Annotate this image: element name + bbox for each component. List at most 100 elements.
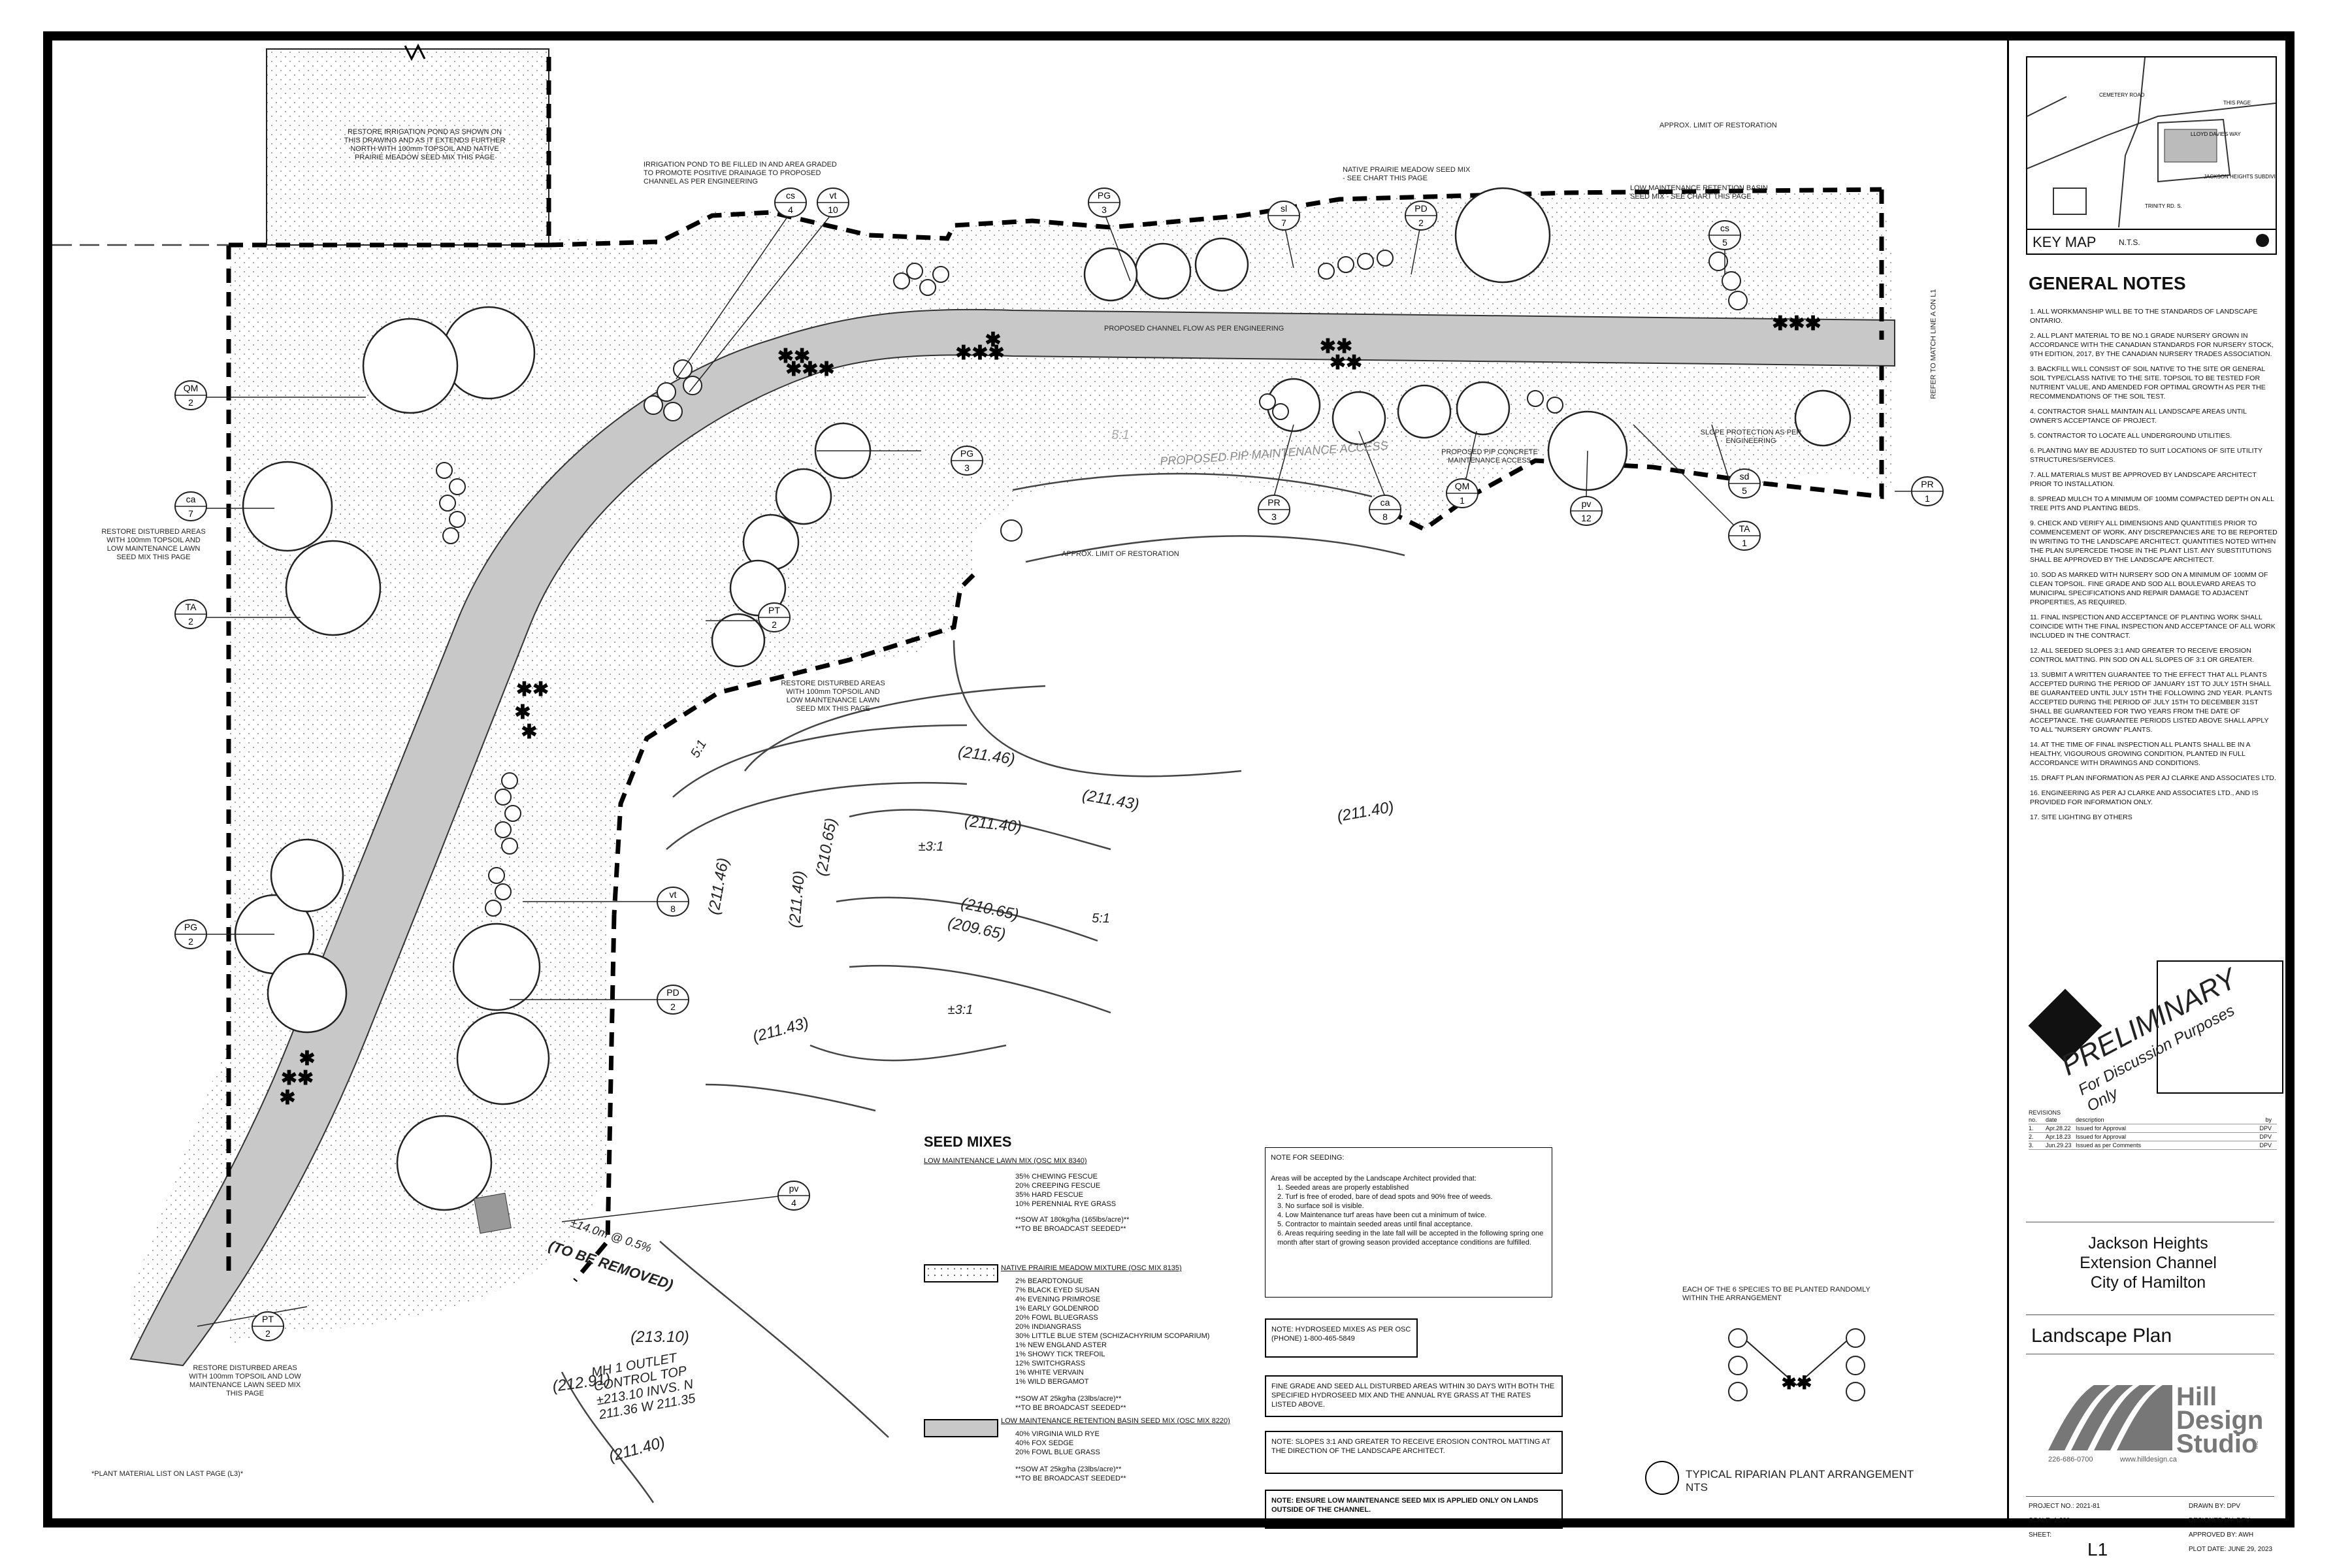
drawn-by: DRAWN BY: DPV (2189, 1503, 2241, 1510)
lot-lines (52, 244, 1405, 1503)
plant-tag-code: sl (1281, 203, 1287, 214)
svg-text:✱: ✱ (985, 329, 1001, 351)
slopes-note: NOTE: SLOPES 3:1 AND GREATER TO RECEIVE … (1265, 1431, 1563, 1474)
project-title-line: Extension Channel (2080, 1254, 2217, 1272)
mix-item: 1% EARLY GOLDENROD (1015, 1305, 1099, 1313)
channel-flow-label: PROPOSED CHANNEL FLOW AS PER ENGINEERING (1104, 325, 1284, 333)
mix-item: 40% VIRGINIA WILD RYE (1015, 1430, 1100, 1438)
plant-tag-code: pv (789, 1183, 799, 1194)
seeding-note-item: 3. No surface soil is visible. (1277, 1202, 1364, 1210)
plant-tag-code: cs (786, 190, 795, 201)
irrigation-fill-note: IRRIGATION POND TO BE FILLED IN AND AREA… (644, 161, 837, 186)
general-note: 10. SOD AS MARKED WITH NURSERY SOD ON A … (2030, 571, 2268, 606)
plant-tag: PG3 (1088, 188, 1120, 218)
mix-note: **TO BE BROADCAST SEEDED** (1015, 1225, 1126, 1233)
svg-text:✱✱: ✱✱ (1320, 336, 1352, 357)
plant-tag: ca8 (1369, 495, 1401, 525)
designed-by: DESIGNED BY: DPV (2189, 1517, 2250, 1524)
basin-swatch (924, 1419, 998, 1437)
plant-tag-code: PG (184, 922, 197, 932)
mix-rate: **SOW AT 25kg/ha (23lbs/acre)** (1015, 1395, 1122, 1403)
plant-tag-qty: 7 (188, 508, 193, 519)
seeding-note-intro: Areas will be accepted by the Landscape … (1271, 1175, 1477, 1183)
mix-item: 20% FOWL BLUEGRASS (1015, 1314, 1098, 1322)
plant-tag-qty: 2 (670, 1002, 676, 1012)
fine-grade-note: FINE GRADE AND SEED ALL DISTURBED AREAS … (1265, 1375, 1563, 1417)
revision-cell: Apr.18.23 (2046, 1134, 2071, 1140)
plant-tag-code: PR (1921, 479, 1933, 489)
mix-item: 1% SHOWY TICK TREFOIL (1015, 1350, 1105, 1358)
general-notes-title: GENERAL NOTES (2029, 273, 2186, 293)
plant-tag-qty: 5 (1722, 237, 1727, 248)
slope-label: 5:1 (1111, 428, 1130, 442)
revision-cell: 1. (2029, 1125, 2034, 1132)
project-title-line: Jackson Heights (2088, 1234, 2208, 1252)
firm-logo-mark (2048, 1385, 2172, 1450)
restoration-limit (226, 49, 1884, 1282)
sheet-number: L1 (2087, 1539, 2108, 1560)
plant-tag-qty: 3 (1271, 512, 1277, 522)
firm-inc: inc (2252, 1441, 2260, 1449)
plant-tag: PR 3 (1258, 495, 1290, 525)
plant-tag-code: PR (1267, 497, 1280, 508)
plant-tag-qty: 4 (788, 204, 793, 215)
key-map-this-page: THIS PAGE (2223, 100, 2251, 106)
plant-tag-qty: 1 (1460, 495, 1465, 506)
prairie-seed-area-main (229, 189, 1895, 1346)
irrigation-pond-area (266, 48, 549, 246)
prairie-seed-area-west (131, 245, 229, 1359)
plant-tag-qty: 1 (1742, 538, 1747, 548)
plant-tag-qty: 3 (964, 463, 970, 473)
revision-cell: 2. (2029, 1134, 2034, 1140)
plant-tag-qty: 2 (1418, 218, 1424, 228)
revision-cell: Apr.28.22 (2046, 1125, 2071, 1132)
ensure-note: NOTE: ENSURE LOW MAINTENANCE SEED MIX IS… (1265, 1490, 1563, 1529)
firm-name: Hill Design Studio (2176, 1382, 2264, 1458)
general-note: 8. SPREAD MULCH TO A MINIMUM OF 100mm CO… (2030, 495, 2274, 512)
plant-tag-code: sd (1740, 471, 1750, 482)
manhole (1000, 519, 1022, 542)
low-maint-basin-note: LOW MAINTENANCE RETENTION BASIN SEED MIX… (1630, 184, 1768, 201)
plant-tag: TA1 (1728, 521, 1761, 551)
revision-cell: DPV (2259, 1125, 2272, 1132)
riparian-note: EACH OF THE 6 SPECIES TO BE PLANTED RAND… (1682, 1286, 1870, 1302)
plant-tag-qty: 5 (1742, 485, 1747, 496)
lawn-mix: LOW MAINTENANCE LAWN MIX (OSC MIX 8340) … (924, 1156, 1211, 1233)
plant-tag-qty: 2 (265, 1328, 270, 1339)
mix-item: 4% EVENING PRIMROSE (1015, 1296, 1101, 1303)
firm-website: www.hilldesign.ca (2120, 1456, 2177, 1463)
mix-item: 7% BLACK EYED SUSAN (1015, 1286, 1100, 1294)
mix-item: 10% PERENNIAL RYE GRASS (1015, 1200, 1117, 1208)
mix-note: **TO BE BROADCAST SEEDED** (1015, 1404, 1126, 1412)
mix-item: 1% WHITE VERVAIN (1015, 1369, 1084, 1377)
plant-tag-code: PD (1414, 203, 1427, 214)
mix-note: **TO BE BROADCAST SEEDED** (1015, 1475, 1126, 1482)
riparian-plants: ✱✱✱✱✱ ✱✱✱✱ ✱✱✱✱ ✱✱✱ ✱✱✱✱ ✱✱✱✱ (279, 313, 1821, 1109)
firm-logo: Hill Design Studio inc 226-686-0700 www.… (2048, 1382, 2264, 1463)
plant-tag-qty: 2 (772, 619, 777, 630)
revision-cell: DPV (2259, 1142, 2272, 1149)
plant-tag: PG2 (174, 919, 207, 949)
plant-tag-code: TA (186, 602, 197, 612)
general-note: 13. SUBMIT A WRITTEN GUARANTEE TO THE EF… (2030, 671, 2272, 734)
basin-mix: LOW MAINTENANCE RETENTION BASIN SEED MIX… (1001, 1416, 1282, 1483)
basin-mix-title: LOW MAINTENANCE RETENTION BASIN SEED MIX… (1001, 1417, 1230, 1425)
restore-center-note: RESTORE DISTURBED AREAS WITH 100mm TOPSO… (781, 679, 885, 713)
plant-tag-code: PD (666, 987, 679, 998)
plant-tag: PT2 (252, 1311, 284, 1341)
mix-rate: **SOW AT 180kg/ha (165lbs/acre)** (1015, 1216, 1130, 1224)
key-map-graphic: THIS PAGE CEMETERY ROAD LLOYD DAVIES WAY… (2027, 57, 2289, 228)
mix-item: 35% HARD FESCUE (1015, 1191, 1083, 1199)
title-block: THIS PAGE CEMETERY ROAD LLOYD DAVIES WAY… (2007, 39, 2289, 1560)
seeding-note-title: NOTE FOR SEEDING: (1271, 1154, 1345, 1162)
plant-tag: pv4 (777, 1181, 810, 1211)
revision-header-cell: no. (2029, 1117, 2037, 1123)
general-note: 12. ALL SEEDED SLOPES 3:1 AND GREATER TO… (2030, 647, 2255, 664)
drawing-border (43, 31, 2295, 1527)
revision-cell: DPV (2259, 1134, 2272, 1140)
